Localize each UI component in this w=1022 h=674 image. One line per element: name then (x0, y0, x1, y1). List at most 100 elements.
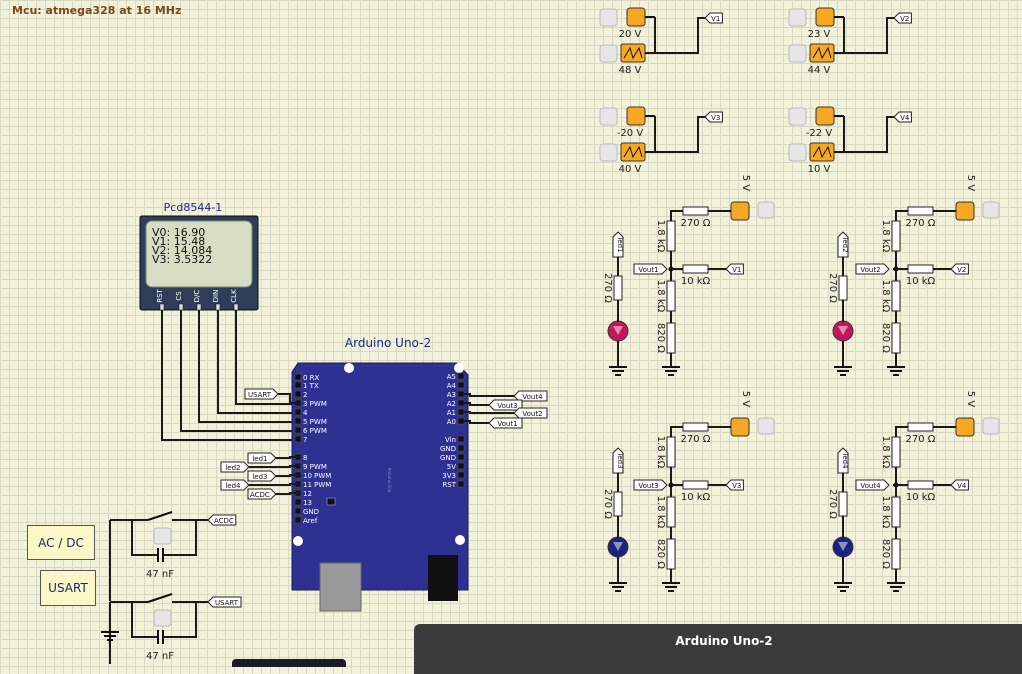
resistor-top[interactable] (907, 206, 934, 216)
resistor-input[interactable] (907, 264, 934, 274)
arduino-pin[interactable] (457, 417, 465, 425)
net-label-v3[interactable]: V3 (725, 479, 744, 491)
arduino-pin[interactable] (294, 408, 302, 416)
supply-source[interactable] (955, 417, 975, 437)
led-resistor[interactable] (613, 491, 623, 517)
arduino-pin[interactable] (457, 399, 465, 407)
arduino-pin[interactable] (294, 426, 302, 434)
net-label-vout2[interactable]: Vout2 (855, 263, 890, 275)
arduino-pin[interactable] (457, 408, 465, 416)
resistor-mid[interactable] (666, 220, 676, 252)
net-label-vout3[interactable]: Vout3 (633, 479, 668, 491)
ac-source[interactable] (809, 142, 835, 162)
arduino-pin[interactable] (457, 435, 465, 443)
ac-source[interactable] (620, 43, 646, 63)
ac-value: 48 V (619, 65, 642, 76)
net-label-led3[interactable]: led3 (247, 470, 277, 482)
arduino-pin[interactable] (457, 480, 465, 488)
supply-source[interactable] (730, 201, 750, 221)
led-resistor[interactable] (838, 491, 848, 517)
arduino-pin-label: 0 RX (303, 374, 320, 382)
ac-source[interactable] (809, 43, 835, 63)
led-3[interactable]: led3 (607, 447, 629, 558)
usart-toggle-switch[interactable] (147, 593, 173, 603)
net-label-acdc[interactable]: ACDC (207, 514, 237, 526)
net-label-usart[interactable]: USART (207, 596, 242, 608)
dc-source[interactable] (626, 106, 646, 126)
arduino-pin[interactable] (457, 462, 465, 470)
net-label-vout2[interactable]: Vout2 (513, 407, 548, 419)
net-label-v4[interactable]: V4 (950, 479, 969, 491)
dc-source[interactable] (815, 7, 835, 27)
net-label-acdc[interactable]: ACDC (247, 488, 277, 500)
voltage-source-v4[interactable]: -22 V10 VV4 (788, 106, 912, 175)
resistor-input[interactable] (682, 264, 709, 274)
net-label-vout1[interactable]: Vout1 (488, 417, 523, 429)
arduino-pin-label: 11 PWM (303, 481, 331, 489)
net-label-vout1[interactable]: Vout1 (633, 263, 668, 275)
resistor-top[interactable] (682, 206, 709, 216)
resistor-low[interactable] (666, 322, 676, 354)
resistor-mid[interactable] (891, 436, 901, 468)
net-label-v3[interactable]: V3 (704, 111, 723, 123)
arduino-pin[interactable] (457, 381, 465, 389)
net-label-v1[interactable]: V1 (704, 12, 723, 24)
arduino-pin[interactable] (294, 373, 302, 381)
led-resistor[interactable] (838, 275, 848, 301)
dc-source[interactable] (815, 106, 835, 126)
arduino-pin[interactable] (294, 435, 302, 443)
lcd-component[interactable]: Pcd8544-1 V0: 16.90 V1: 15.48 V2: 14.084… (139, 201, 259, 311)
net-label-vout4[interactable]: Vout4 (855, 479, 890, 491)
resistor-bot[interactable] (891, 496, 901, 528)
arduino-pin[interactable] (457, 471, 465, 479)
supply-source[interactable] (955, 201, 975, 221)
net-label-v2[interactable]: V2 (893, 12, 912, 24)
resistor-top[interactable] (682, 422, 709, 432)
arduino-pin[interactable] (294, 516, 302, 524)
arduino-pin[interactable] (294, 381, 302, 389)
resistor-low[interactable] (891, 538, 901, 570)
dc-source[interactable] (626, 7, 646, 27)
arduino-pin[interactable] (457, 453, 465, 461)
led-resistor[interactable] (613, 275, 623, 301)
arduino-pin[interactable] (457, 444, 465, 452)
arduino-pin-label: 2 (303, 391, 307, 399)
resistor-mid[interactable] (891, 220, 901, 252)
voltage-source-v1[interactable]: 20 V48 VV1 (599, 7, 723, 76)
acdc-toggle-switch[interactable] (147, 511, 173, 521)
ac-source[interactable] (620, 142, 646, 162)
net-label-led4[interactable]: led4 (220, 479, 250, 491)
voltage-source-v3[interactable]: -20 V40 VV3 (599, 106, 723, 175)
resistor-bot[interactable] (891, 280, 901, 312)
led-resistor-value: 270 Ω (827, 273, 838, 303)
bottom-window-tab[interactable] (232, 659, 346, 667)
net-label-usart[interactable]: USART (244, 388, 279, 400)
resistor-input[interactable] (907, 480, 934, 490)
net-label-v4[interactable]: V4 (893, 111, 912, 123)
resistor-bot[interactable] (666, 496, 676, 528)
net-label-led1[interactable]: led1 (247, 452, 277, 464)
net-label-v2[interactable]: V2 (950, 263, 969, 275)
resistor-input[interactable] (682, 480, 709, 490)
arduino-pin[interactable] (294, 390, 302, 398)
resistor-mid[interactable] (666, 436, 676, 468)
arduino-pin[interactable] (457, 372, 465, 380)
net-label-vout3[interactable]: Vout3 (488, 399, 523, 411)
resistor-low[interactable] (891, 322, 901, 354)
arduino-pin[interactable] (294, 507, 302, 515)
arduino-subwindow[interactable]: Arduino Uno-2 (414, 624, 1022, 674)
led-2[interactable]: led2 (832, 231, 854, 342)
arduino-pin[interactable] (294, 417, 302, 425)
arduino-pin[interactable] (457, 390, 465, 398)
supply-source[interactable] (730, 417, 750, 437)
resistor-bot[interactable] (666, 280, 676, 312)
resistor-top[interactable] (907, 422, 934, 432)
net-label-v1[interactable]: V1 (725, 263, 744, 275)
led-1[interactable]: led1 (607, 231, 629, 342)
resistor-low[interactable] (666, 538, 676, 570)
voltage-source-v2[interactable]: 23 V44 VV2 (788, 7, 912, 76)
net-label-led2[interactable]: led2 (220, 461, 250, 473)
arduino-pin[interactable] (294, 498, 302, 506)
